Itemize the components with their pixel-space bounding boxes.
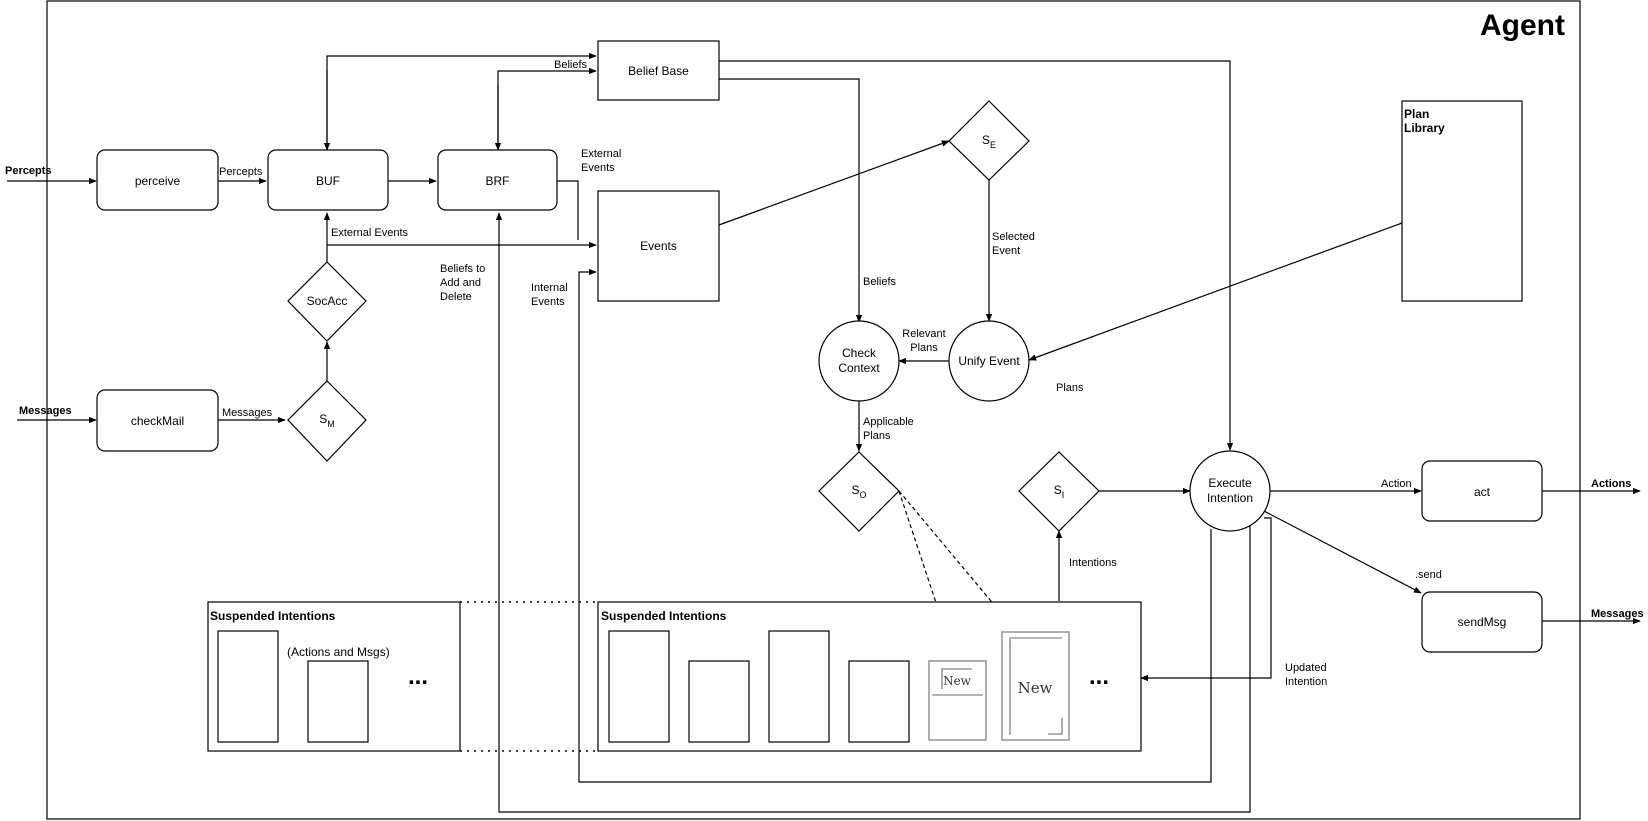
action-label: Action xyxy=(1381,478,1412,490)
svg-text:Suspended Intentions: Suspended Intentions xyxy=(210,609,336,623)
new-intention-large: New xyxy=(1001,631,1070,741)
perceive-node: perceive xyxy=(96,149,219,211)
svg-text:...: ... xyxy=(408,663,428,690)
updated-intention-label-2: Intention xyxy=(1285,676,1327,688)
updated-intention-label-1: Updated xyxy=(1285,662,1327,674)
svg-text:SI: SI xyxy=(1054,483,1065,500)
applicable-plans-label-2: Plans xyxy=(863,430,891,442)
so-node: SO xyxy=(818,451,900,532)
relevant-plans-label-2: Plans xyxy=(910,342,938,354)
execute-intention-node: Execute Intention xyxy=(1189,450,1271,532)
intention-stack-box xyxy=(848,660,910,743)
actions-output-label: Actions xyxy=(1591,478,1631,490)
beliefs-add-delete-loop-arrow xyxy=(495,212,1251,813)
svg-text:SM: SM xyxy=(319,412,335,429)
svg-text:Intention: Intention xyxy=(1207,491,1253,505)
internal-events-label-1: Internal xyxy=(531,282,568,294)
messages-input-label: Messages xyxy=(19,405,72,417)
suspended-intentions-left: Suspended Intentions (Actions and Msgs) … xyxy=(207,601,461,752)
beliefs-top-label: Beliefs xyxy=(554,59,588,71)
svg-text:Check: Check xyxy=(842,346,877,360)
svg-text:Belief Base: Belief Base xyxy=(628,64,689,78)
beliefs-to-add-label-2: Add and xyxy=(440,277,481,289)
svg-text:SO: SO xyxy=(851,483,866,500)
beliefs-to-add-label-3: Delete xyxy=(440,291,472,303)
selected-event-label-1: Selected xyxy=(992,231,1035,243)
plans-label: Plans xyxy=(1056,382,1084,394)
svg-text:Execute: Execute xyxy=(1208,476,1252,490)
si-node: SI xyxy=(1018,451,1100,532)
buf-node: BUF xyxy=(267,149,389,211)
svg-text:Plan: Plan xyxy=(1404,107,1429,121)
beliefbase-to-checkcontext-arrow xyxy=(719,78,863,323)
socacc-node: SocAcc xyxy=(287,261,367,342)
svg-text:checkMail: checkMail xyxy=(131,414,184,428)
brf-external-events-line xyxy=(557,180,579,240)
svg-text:...: ... xyxy=(1089,663,1109,690)
intention-stack-box xyxy=(768,630,830,743)
svg-text:perceive: perceive xyxy=(135,174,181,188)
planlibrary-to-unify-arrow xyxy=(1028,222,1403,361)
svg-text:New: New xyxy=(943,674,972,688)
svg-text:sendMsg: sendMsg xyxy=(1458,615,1507,629)
checkmail-node: checkMail xyxy=(96,389,219,452)
beliefbase-to-execute-arrow xyxy=(719,60,1234,451)
belief-base-node: Belief Base xyxy=(597,40,720,101)
new-intention-small: New xyxy=(928,660,987,741)
intention-stack-box xyxy=(688,660,750,743)
svg-text:SE: SE xyxy=(982,133,996,150)
svg-text:Unify Event: Unify Event xyxy=(958,354,1020,368)
events-to-se-arrow xyxy=(718,140,950,226)
plan-library-node: Plan Library xyxy=(1401,100,1523,302)
messages-mid-label: Messages xyxy=(222,407,273,419)
se-node: SE xyxy=(948,100,1030,181)
send-label: .send xyxy=(1415,569,1442,581)
suspended-intentions-right: Suspended Intentions New New ... xyxy=(597,601,1142,752)
selected-event-label-2: Event xyxy=(992,245,1020,257)
svg-text:BRF: BRF xyxy=(486,174,510,188)
svg-text:SocAcc: SocAcc xyxy=(307,294,348,308)
beliefs-right-label: Beliefs xyxy=(863,276,897,288)
act-node: act xyxy=(1421,460,1543,522)
messages-output-label: Messages xyxy=(1591,608,1644,620)
svg-text:Library: Library xyxy=(1404,121,1445,135)
internal-events-label-2: Events xyxy=(531,296,565,308)
updated-intention-arrow xyxy=(1140,517,1272,682)
external-events-top-label-1: External xyxy=(581,148,621,160)
events-node: Events xyxy=(597,190,720,302)
agent-title: Agent xyxy=(1480,9,1565,42)
relevant-plans-label-1: Relevant xyxy=(902,328,945,340)
svg-text:New: New xyxy=(1018,679,1053,697)
svg-text:Events: Events xyxy=(640,239,677,253)
intentions-label: Intentions xyxy=(1069,557,1117,569)
unify-event-node: Unify Event xyxy=(948,320,1030,402)
svg-text:BUF: BUF xyxy=(316,174,340,188)
percepts-input-label: Percepts xyxy=(5,165,51,177)
external-events-mid-label: External Events xyxy=(331,227,409,239)
svg-text:Suspended Intentions: Suspended Intentions xyxy=(601,609,727,623)
percepts-mid-label: Percepts xyxy=(219,166,263,178)
execute-to-sendmsg-arrow xyxy=(1263,510,1422,594)
beliefs-to-add-label-1: Beliefs to xyxy=(440,263,485,275)
svg-text:act: act xyxy=(1474,485,1491,499)
external-events-top-label-2: Events xyxy=(581,162,615,174)
sendmsg-node: sendMsg xyxy=(1421,591,1543,653)
intention-stack-box xyxy=(608,630,670,743)
internal-events-loop-arrow xyxy=(578,268,1212,783)
so-to-new-large-arrow xyxy=(898,490,1017,632)
svg-text:(Actions and Msgs): (Actions and Msgs) xyxy=(287,645,390,659)
sm-node: SM xyxy=(287,380,367,462)
check-context-node: Check Context xyxy=(818,320,900,402)
intention-stack-box xyxy=(307,660,369,743)
brf-node: BRF xyxy=(437,149,558,211)
applicable-plans-label-1: Applicable xyxy=(863,416,914,428)
svg-text:Context: Context xyxy=(838,361,880,375)
intention-stack-box xyxy=(217,630,279,743)
